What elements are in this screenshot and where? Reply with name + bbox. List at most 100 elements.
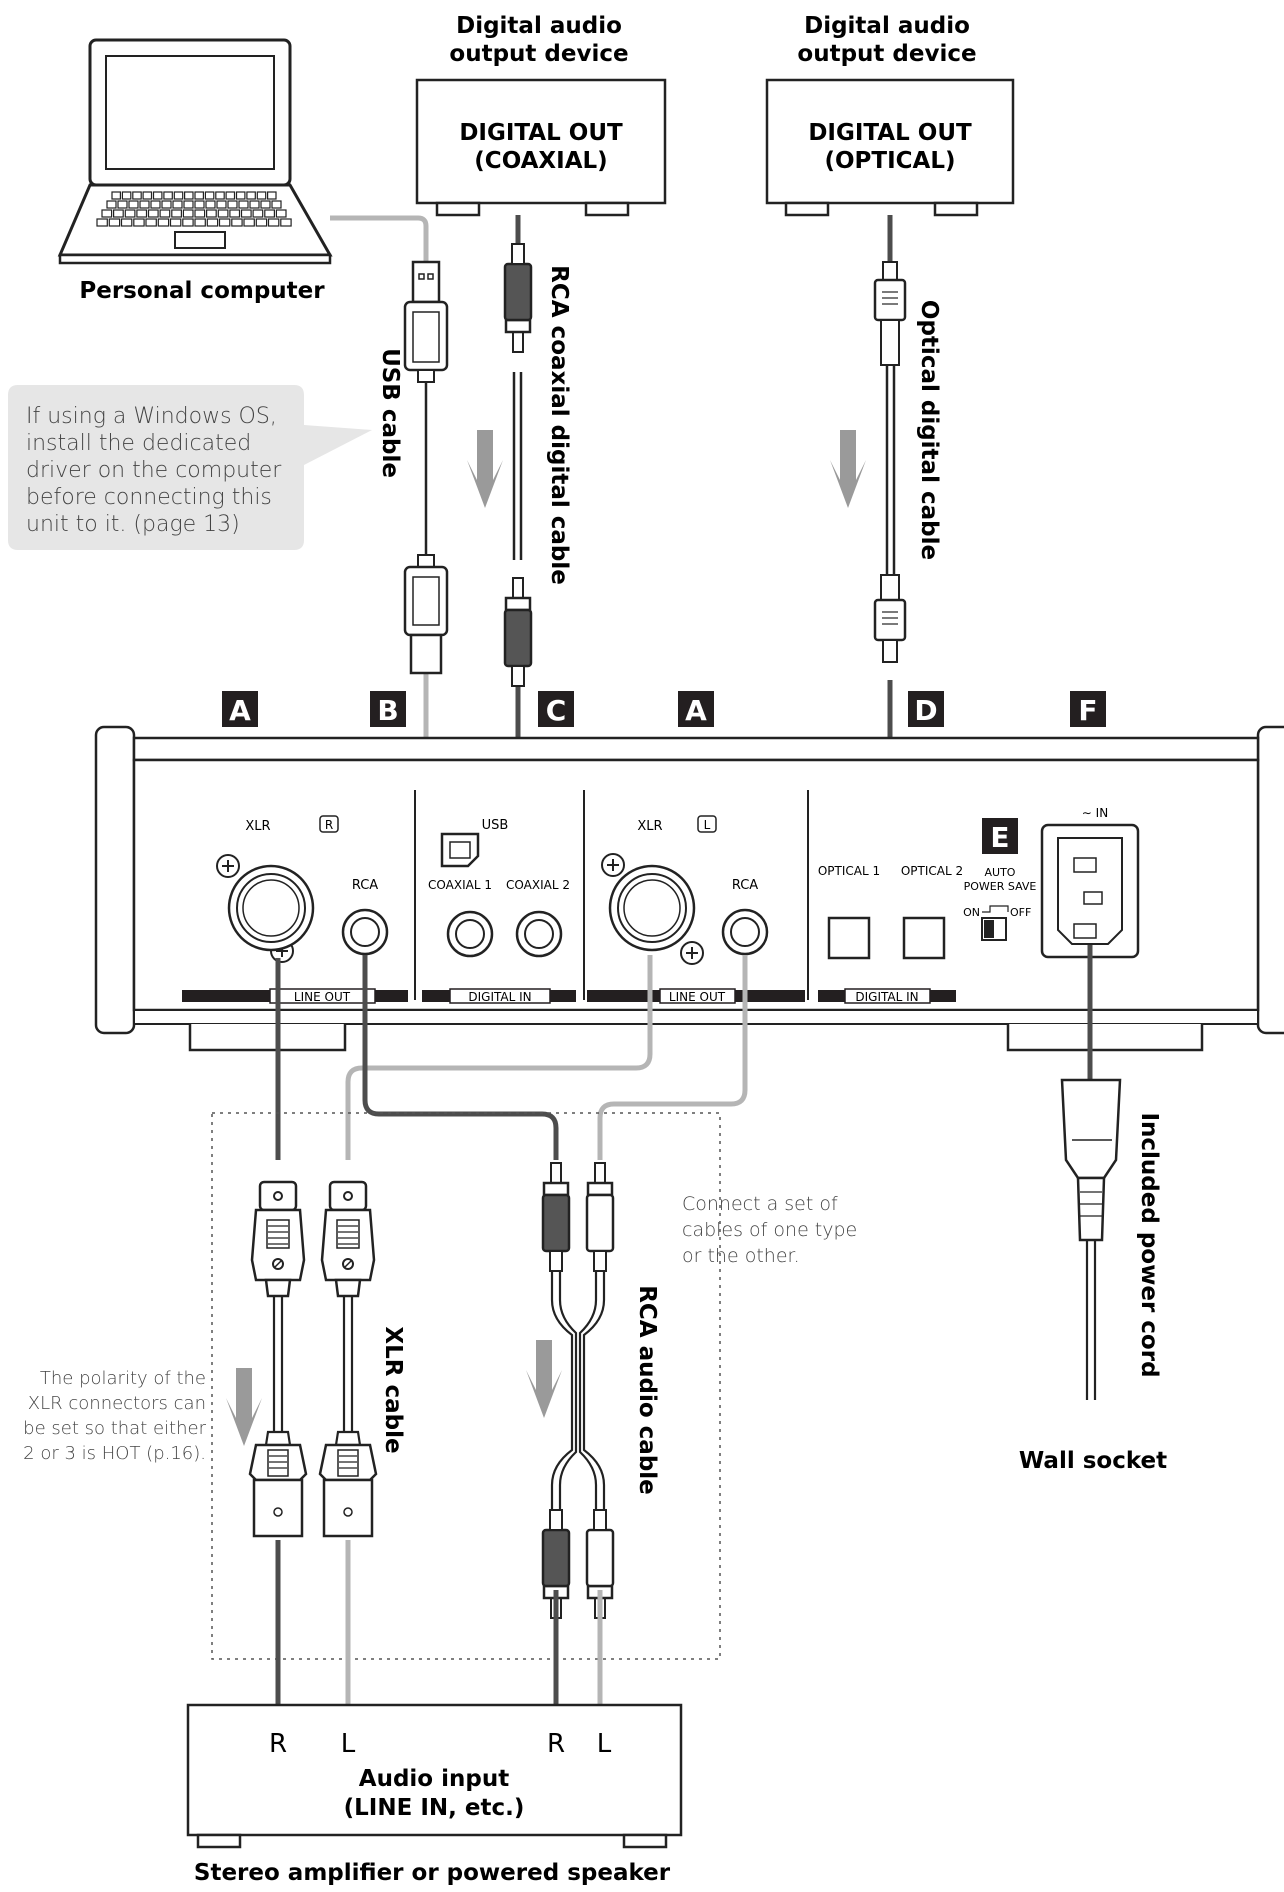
amplifier-device	[186, 1703, 683, 1849]
source2-title-line2: output device	[797, 41, 976, 67]
source1-title-line1: Digital audio	[456, 13, 622, 39]
keyboard-key	[106, 200, 117, 209]
svg-text:E: E	[990, 821, 1009, 854]
amp-caption: Stereo amplifier or powered speaker	[194, 1860, 671, 1886]
rca-coaxial-cable-label: RCA coaxial digital cable	[546, 265, 572, 585]
keyboard-key	[271, 200, 282, 209]
section-letter-b: B	[370, 691, 406, 727]
keyboard-key	[111, 191, 121, 200]
keyboard-key	[275, 209, 287, 218]
keyboard-key	[267, 191, 277, 200]
cable-set-note-line3: or the other.	[682, 1245, 800, 1267]
rear-panel	[94, 725, 1284, 1052]
svg-text:B: B	[377, 694, 398, 727]
coaxial-1-jack: COAXIAL 1	[428, 878, 494, 958]
keyboard-key	[101, 209, 113, 218]
keyboard-key	[184, 191, 194, 200]
source2-title-line1: Digital audio	[804, 13, 970, 39]
windows-note-line3: driver on the computer	[26, 458, 282, 483]
polarity-note-line1: The polarity of the	[40, 1368, 206, 1389]
svg-text:C: C	[546, 694, 567, 727]
keyboard-key	[264, 209, 275, 218]
keyboard-key	[133, 218, 145, 227]
polarity-note-line4: 2 or 3 is HOT (p.16).	[23, 1443, 206, 1464]
keyboard-key	[255, 218, 268, 227]
rca-audio-plug-l-top	[585, 1161, 615, 1273]
keyboard-key	[112, 209, 124, 218]
svg-text:USB: USB	[482, 818, 509, 833]
keyboard-key	[96, 218, 108, 227]
computer-label: Personal computer	[79, 278, 325, 304]
coaxial-plug-bottom	[503, 576, 533, 688]
keyboard-key	[171, 209, 183, 218]
coaxial-plug-top	[503, 242, 533, 354]
section-letter-e: E	[982, 818, 1018, 854]
xlr-plug-l-bottom	[318, 1430, 378, 1538]
arrow-down-icon	[526, 1340, 562, 1418]
rca-l-cable	[597, 955, 748, 1160]
svg-text:AUTO: AUTO	[985, 866, 1016, 879]
cable-set-note-line2: cables of one type	[682, 1219, 857, 1241]
rca-r-jack: RCA	[341, 878, 389, 956]
keyboard-key	[172, 200, 183, 209]
arrow-down-icon	[830, 430, 866, 508]
keyboard-key	[159, 209, 171, 218]
rca-audio-plug-r-top	[541, 1161, 571, 1273]
svg-text:POWER SAVE: POWER SAVE	[964, 880, 1037, 893]
keyboard-key	[216, 200, 227, 209]
keyboard-key	[182, 209, 194, 218]
optical-1-port: OPTICAL 1	[818, 864, 880, 960]
rca-l-jack: RCA	[721, 878, 769, 956]
amp-input-l1: L	[341, 1729, 356, 1759]
keyboard-key	[183, 200, 194, 209]
keyboard-key	[132, 191, 142, 200]
keyboard-key	[204, 191, 215, 200]
keyboard-key	[128, 200, 139, 209]
section-letter-d: D	[908, 691, 944, 727]
coaxial-source-box-line2: (COAXIAL)	[474, 148, 607, 174]
keyboard-key	[235, 191, 246, 200]
keyboard-key	[252, 209, 264, 218]
optical-source-box-line2: (OPTICAL)	[824, 148, 955, 174]
wall-socket-label: Wall socket	[1019, 1448, 1167, 1474]
svg-text:L: L	[704, 818, 711, 832]
keyboard-key	[173, 191, 184, 200]
section-letter-a: A	[222, 691, 258, 727]
optical-plug-bottom	[873, 574, 907, 663]
keyboard-key	[205, 200, 216, 209]
keyboard-key	[117, 200, 128, 209]
amp-input-r2: R	[547, 1729, 565, 1759]
keyboard-key	[139, 200, 150, 209]
keyboard-key	[136, 209, 148, 218]
arrow-down-icon	[226, 1368, 262, 1446]
amp-input-r1: R	[269, 1729, 287, 1759]
xlr-cable-label: XLR cable	[380, 1326, 406, 1453]
svg-text:D: D	[914, 694, 937, 727]
keyboard-key	[124, 209, 136, 218]
cable-set-dashed-box	[211, 1112, 721, 1660]
svg-text:XLR: XLR	[637, 819, 662, 834]
usb-cable-label: USB cable	[377, 348, 403, 478]
keyboard-key	[142, 191, 153, 200]
rca-audio-cable-label: RCA audio cable	[634, 1285, 660, 1495]
optical-plug-top	[873, 261, 907, 366]
section-letter-f: F	[1070, 691, 1106, 727]
svg-text:RCA: RCA	[732, 878, 758, 893]
svg-text:∼ IN: ∼ IN	[1082, 806, 1108, 820]
power-cord-label: Included power cord	[1136, 1112, 1162, 1377]
svg-text:XLR: XLR	[245, 819, 270, 834]
xlr-plug-r-bottom	[248, 1430, 308, 1538]
keyboard-key	[217, 209, 229, 218]
optical-source-box-line1: DIGITAL OUT	[808, 120, 972, 146]
amp-box-line1: Audio input	[359, 1766, 509, 1792]
amp-input-l2: L	[597, 1729, 612, 1759]
keyboard-key	[267, 218, 280, 227]
coaxial-source-device	[415, 78, 667, 217]
ac-inlet: ∼ IN	[1040, 806, 1140, 959]
keyboard-key	[240, 209, 252, 218]
xlr-r-jack: XLR R	[216, 815, 339, 963]
svg-text:RCA: RCA	[352, 878, 378, 893]
section-letter-a2: A	[678, 691, 714, 727]
keyboard-key	[238, 200, 249, 209]
